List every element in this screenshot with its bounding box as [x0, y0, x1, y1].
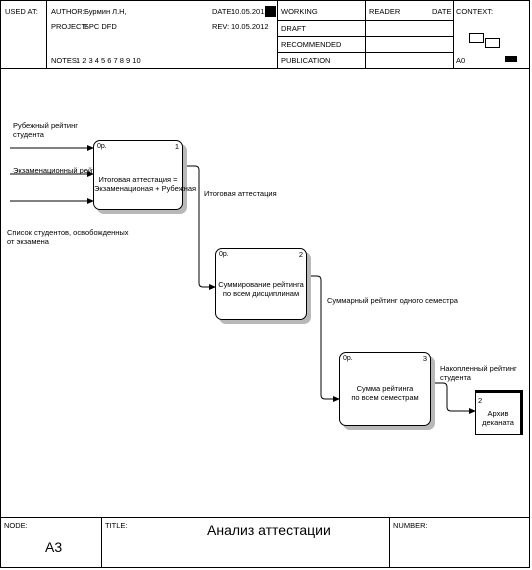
status-draft: DRAFT [281, 24, 306, 33]
footer-separator [389, 517, 390, 568]
footer-divider [0, 517, 530, 518]
working-marker [265, 6, 276, 17]
node-label: NODE: [4, 521, 28, 530]
status-publication: PUBLICATION [281, 56, 331, 65]
box-number: 2 [298, 250, 303, 259]
header-divider [0, 68, 530, 69]
box-number: 3 [422, 354, 427, 363]
status-recommended: RECOMMENDED [281, 40, 342, 49]
external-entity-archive[interactable]: 2 Архив деканата [475, 390, 523, 435]
rev-label: REV: [212, 22, 230, 31]
entity-number: 2 [478, 396, 483, 405]
box-cost: 0р. [219, 251, 229, 258]
author-label: AUTHOR: [51, 7, 85, 16]
context-thumbnail [469, 33, 484, 43]
reader-label: READER [369, 7, 401, 16]
date-label: DATE: [212, 7, 234, 16]
box-cost: 0р. [343, 355, 353, 362]
box-label: Суммирование рейтинга по всем дисциплина… [218, 280, 304, 298]
header-separator [277, 0, 278, 68]
status-row-line [277, 52, 453, 53]
header-separator [46, 0, 47, 68]
process-box-2[interactable]: 0р. 2 Суммирование рейтинга по всем дисц… [215, 248, 307, 320]
footer-separator [101, 517, 102, 568]
flow-arrow-1-2 [183, 165, 216, 290]
project-label: PROJECT: [51, 22, 88, 31]
project-value: БРС DFD [84, 22, 117, 31]
title-label: TITLE: [105, 521, 128, 530]
process-box-1[interactable]: 0р. 1 Итоговая аттестация = Экзаменацион… [93, 140, 197, 210]
author-value: Бурмин Л.Н, [84, 7, 127, 16]
flow-label-1: Итоговая аттестация [204, 189, 277, 198]
flow-label-3: Накопленный рейтинг студента [440, 364, 517, 382]
entity-label: Архив деканата [482, 409, 514, 427]
box-cost: 0р. [97, 143, 107, 150]
header-separator [453, 0, 454, 68]
reader-date-label: DATE [432, 7, 452, 16]
input-label-rubezh: Рубежный рейтинг студента [13, 121, 78, 139]
input-label-exempt: Список студентов, освобожденных от экзам… [7, 228, 129, 246]
status-row-line [277, 36, 453, 37]
used-at-label: USED AT: [5, 7, 38, 16]
node-value: A3 [45, 539, 63, 555]
context-thumbnail [485, 38, 500, 48]
box-label: Итоговая аттестация = Экзаменационая + Р… [94, 175, 197, 193]
status-row-line [277, 20, 453, 21]
status-working: WORKING [281, 7, 318, 16]
header-separator [365, 0, 366, 68]
date-value: 10.05.2012 [231, 7, 269, 16]
diagram-title: Анализ аттестации [207, 522, 331, 538]
notes-value: 1 2 3 4 5 6 7 8 9 10 [76, 56, 141, 65]
flow-arrow-3-ext [431, 382, 476, 414]
process-box-3[interactable]: 0р. 3 Сумма рейтинга по всем семестрам [339, 352, 431, 426]
flow-label-2: Суммарный рейтинг одного семестра [327, 296, 458, 305]
box-label: Сумма рейтинга по всем семестрам [351, 384, 419, 402]
rev-value: 10.05.2012 [231, 22, 269, 31]
context-node-ref: A0 [456, 56, 466, 65]
context-label: CONTEXT: [456, 7, 494, 16]
flow-arrow-2-3 [307, 275, 340, 402]
box-number: 1 [174, 142, 179, 151]
context-marker [505, 56, 517, 62]
notes-label: NOTES: [51, 56, 79, 65]
number-label: NUMBER: [393, 521, 428, 530]
